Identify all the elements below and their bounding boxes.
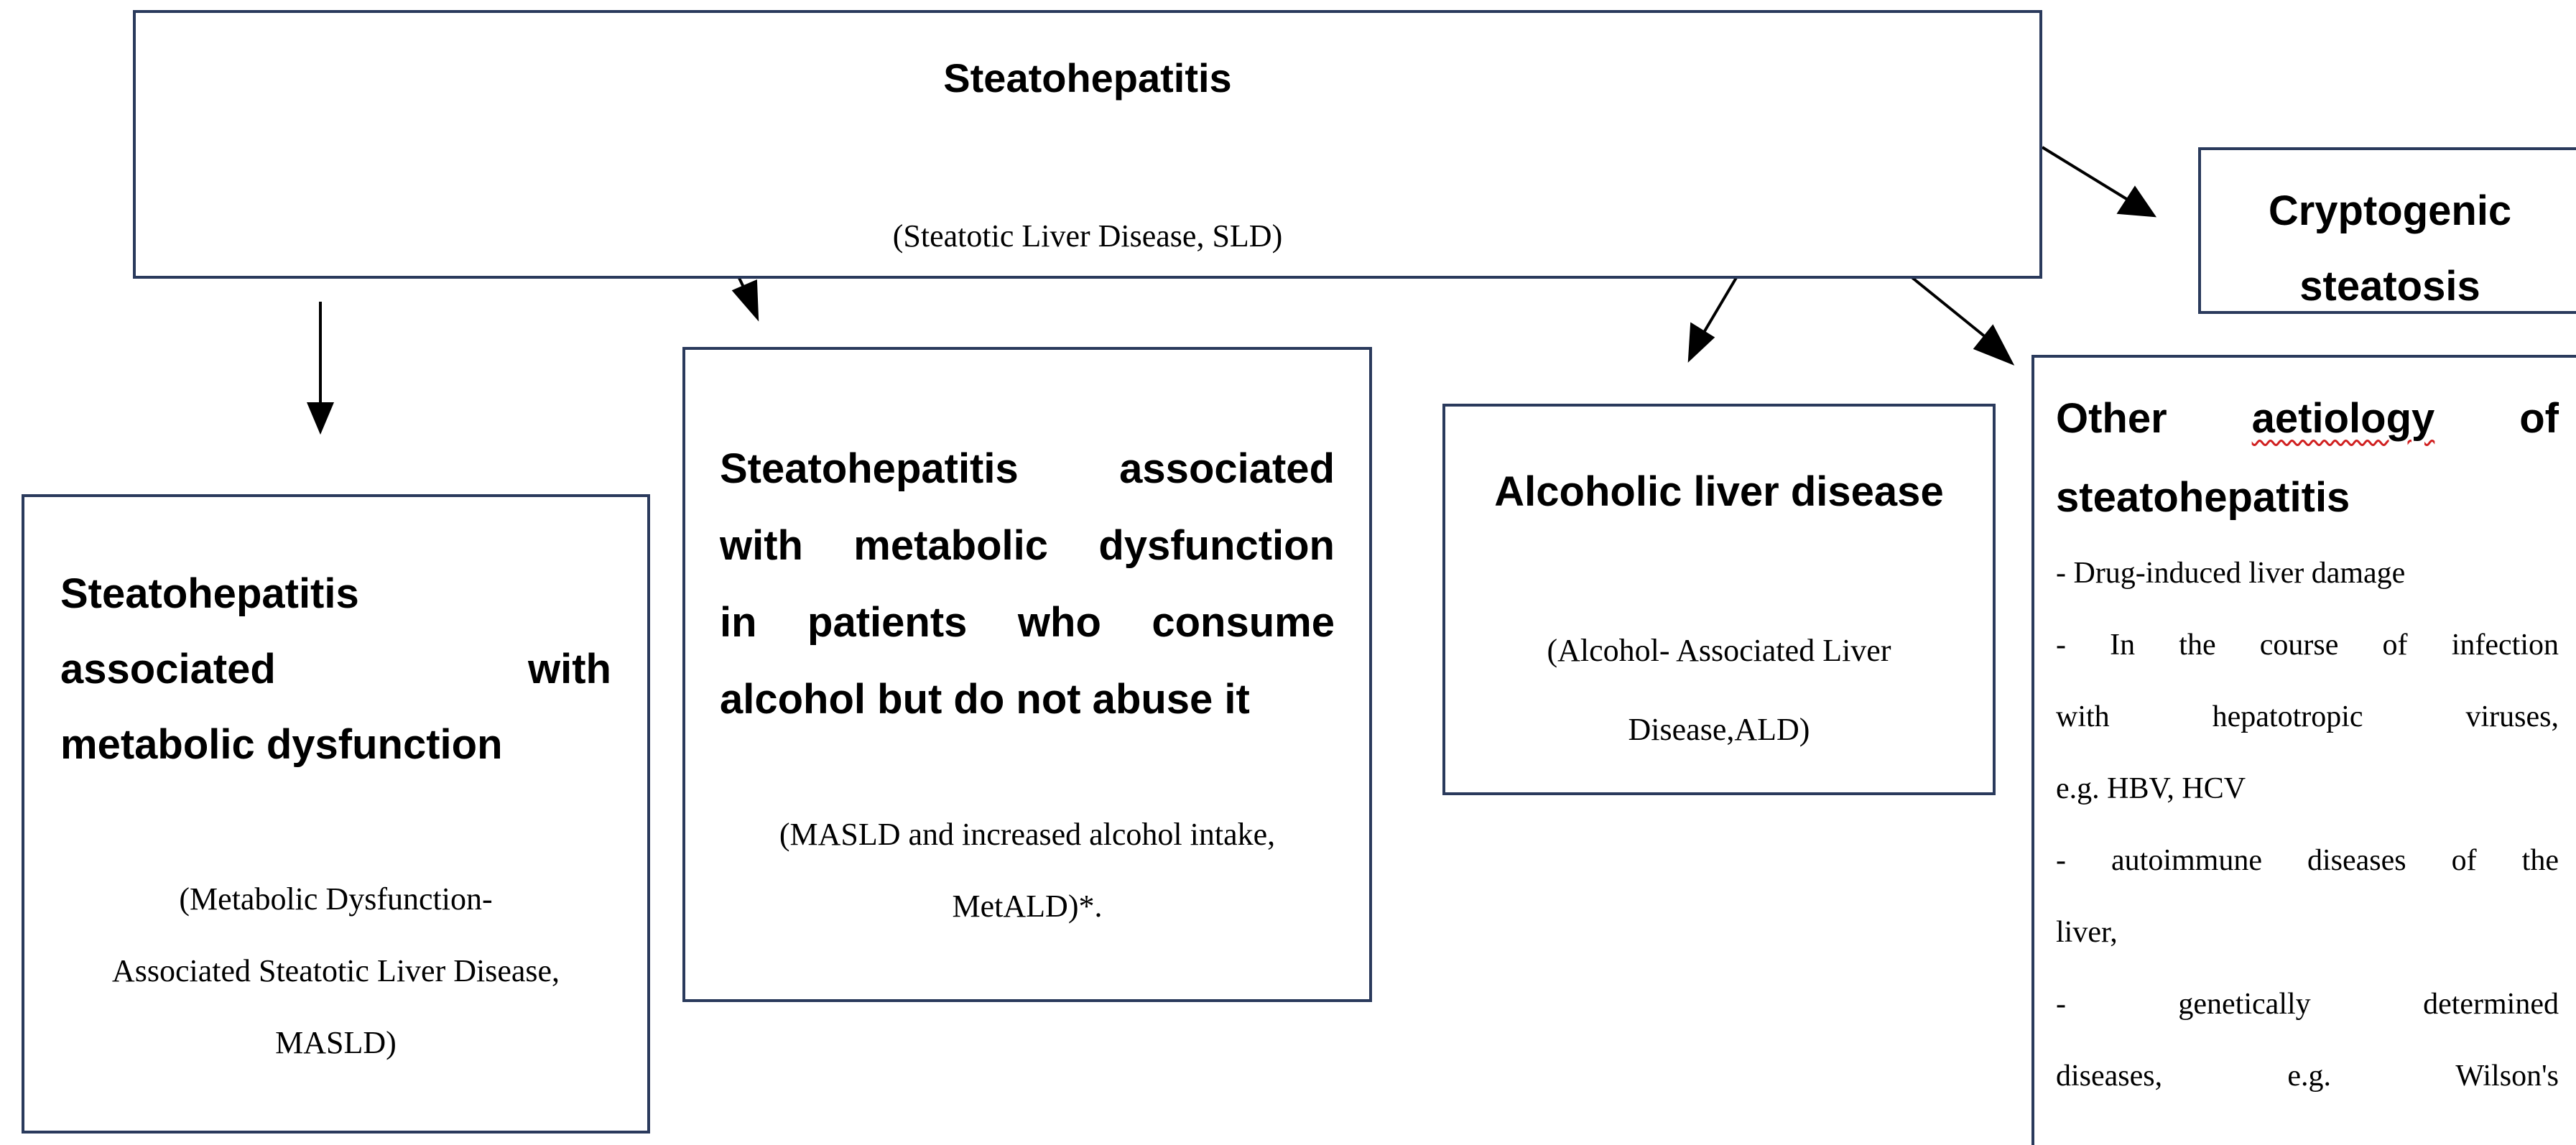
masld-title-line: associated with [60,631,611,707]
masld-subtitle: (Metabolic Dysfunction- Associated Steat… [39,863,633,1079]
metald-node-box: Steatohepatitis associated with metaboli… [682,347,1372,1002]
masld-title-word: with [528,646,611,692]
cryptogenic-node-box: Cryptogenic steatosis [2198,147,2576,314]
list-item: with hepatotropic viruses, [2056,700,2559,733]
ald-subtitle-line: (Alcohol- Associated Liver [1547,633,1891,668]
metald-title-line: with metabolic dysfunction [720,522,1335,569]
other-title-word-aetiology: aetiology [2251,395,2435,442]
metald-title-line: Steatohepatitis associated [720,445,1335,492]
list-item: e.g. HBV, HCV [2056,772,2246,805]
metald-subtitle: (MASLD and increased alcohol intake, Met… [700,799,1355,942]
ald-subtitle: (Alcohol- Associated Liver Disease,ALD) [1460,611,1978,769]
arrow-to-other [1909,275,1988,339]
other-title-line: steatohepatitis [2056,474,2350,521]
root-subtitle: (Steatotic Liver Disease, SLD) [892,218,1283,254]
other-aetiology-node-box: Other aetiology of steatohepatitis - Dru… [2031,355,2576,1145]
arrow-to-cryptogenic [2041,146,2129,201]
arrowhead-masld [306,402,335,435]
metald-subtitle-line: MetALD)*. [952,889,1103,924]
list-item: - autoimmune diseases of the [2056,844,2559,877]
cryptogenic-title-line: steatosis [2299,263,2480,310]
other-title-line: Other aetiology of [2056,379,2559,458]
list-item: - Drug-induced liver damage [2056,557,2406,590]
masld-title-line: metabolic dysfunction [60,721,503,768]
cryptogenic-title: Cryptogenic steatosis [2201,173,2576,324]
metald-subtitle-line: (MASLD and increased alcohol intake, [779,817,1276,852]
list-item: - In the course of infection [2056,629,2559,662]
arrowhead-metald [731,279,759,322]
other-causes-list: - Drug-induced liver damage - In the cou… [2056,537,2559,1112]
ald-title: Alcoholic liver disease [1494,468,1944,515]
masld-title-line: Steatohepatitis [60,570,359,617]
list-item: - genetically determined [2056,988,2559,1021]
arrow-to-ald [1701,275,1738,336]
arrowhead-other [1973,324,2015,366]
metald-title: Steatohepatitis associated with metaboli… [720,430,1335,738]
cryptogenic-title-line: Cryptogenic [2268,187,2512,234]
ald-node-box: Alcoholic liver disease (Alcohol- Associ… [1442,404,1996,795]
masld-subtitle-line: (Metabolic Dysfunction- [179,881,493,917]
other-title: Other aetiology of steatohepatitis [2056,379,2559,537]
ald-subtitle-line: Disease,ALD) [1628,712,1810,747]
metald-title-line: in patients who consume [720,599,1335,646]
other-title-word: of [2519,395,2559,442]
list-item: liver, [2056,916,2118,949]
masld-title: Steatohepatitis associated with metaboli… [60,556,611,782]
masld-node-box: Steatohepatitis associated with metaboli… [22,494,650,1134]
masld-title-word: associated [60,646,276,692]
masld-subtitle-line: Associated Steatotic Liver Disease, [111,953,560,988]
metald-title-line: alcohol but do not abuse it [720,676,1250,723]
arrowhead-ald [1687,322,1715,363]
arrowhead-cryptogenic [2116,185,2157,218]
other-title-word: Other [2056,395,2167,442]
masld-subtitle-line: MASLD) [275,1025,397,1060]
root-node-box: Steatohepatitis (Steatotic Liver Disease… [133,10,2042,279]
list-item: diseases, e.g. Wilson's [2056,1060,2559,1093]
root-title: Steatohepatitis [943,55,1232,101]
